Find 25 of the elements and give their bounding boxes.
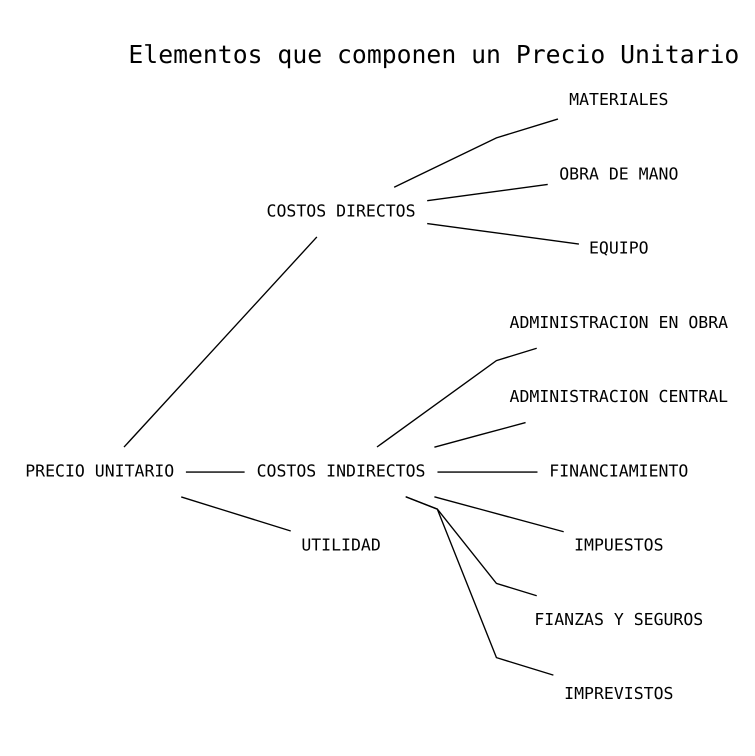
node-text: ADMINISTRACION CENTRAL bbox=[510, 386, 728, 406]
node-text: UTILIDAD bbox=[301, 535, 381, 554]
connector bbox=[186, 470, 245, 472]
connector bbox=[124, 236, 318, 448]
connector bbox=[376, 347, 537, 448]
node-text: OBRA DE MANO bbox=[559, 164, 678, 183]
node-text: COSTOS INDIRECTOS bbox=[256, 460, 426, 480]
node-text: FINANCIAMIENTO bbox=[549, 460, 688, 480]
node-text: IMPREVISTOS bbox=[564, 684, 674, 703]
node-text: ADMINISTRACION EN OBRA bbox=[510, 312, 728, 332]
node-text: COSTOS DIRECTOS bbox=[266, 200, 416, 220]
connector bbox=[405, 496, 554, 676]
connector bbox=[427, 222, 579, 244]
connector bbox=[434, 421, 526, 448]
node-text: IMPUESTOS bbox=[574, 535, 664, 554]
connector bbox=[181, 496, 291, 532]
connector bbox=[427, 183, 548, 201]
node-text: EQUIPO bbox=[589, 238, 649, 258]
diagram-title: Elementos que componen un Precio Unitario bbox=[128, 39, 740, 68]
node-text: FIANZAS Y SEGUROS bbox=[534, 609, 704, 628]
node-text: MATERIALES bbox=[569, 90, 668, 109]
connector bbox=[437, 470, 538, 472]
node-text: PRECIO UNITARIO bbox=[25, 460, 174, 480]
connector bbox=[434, 496, 564, 532]
connector bbox=[394, 118, 558, 188]
